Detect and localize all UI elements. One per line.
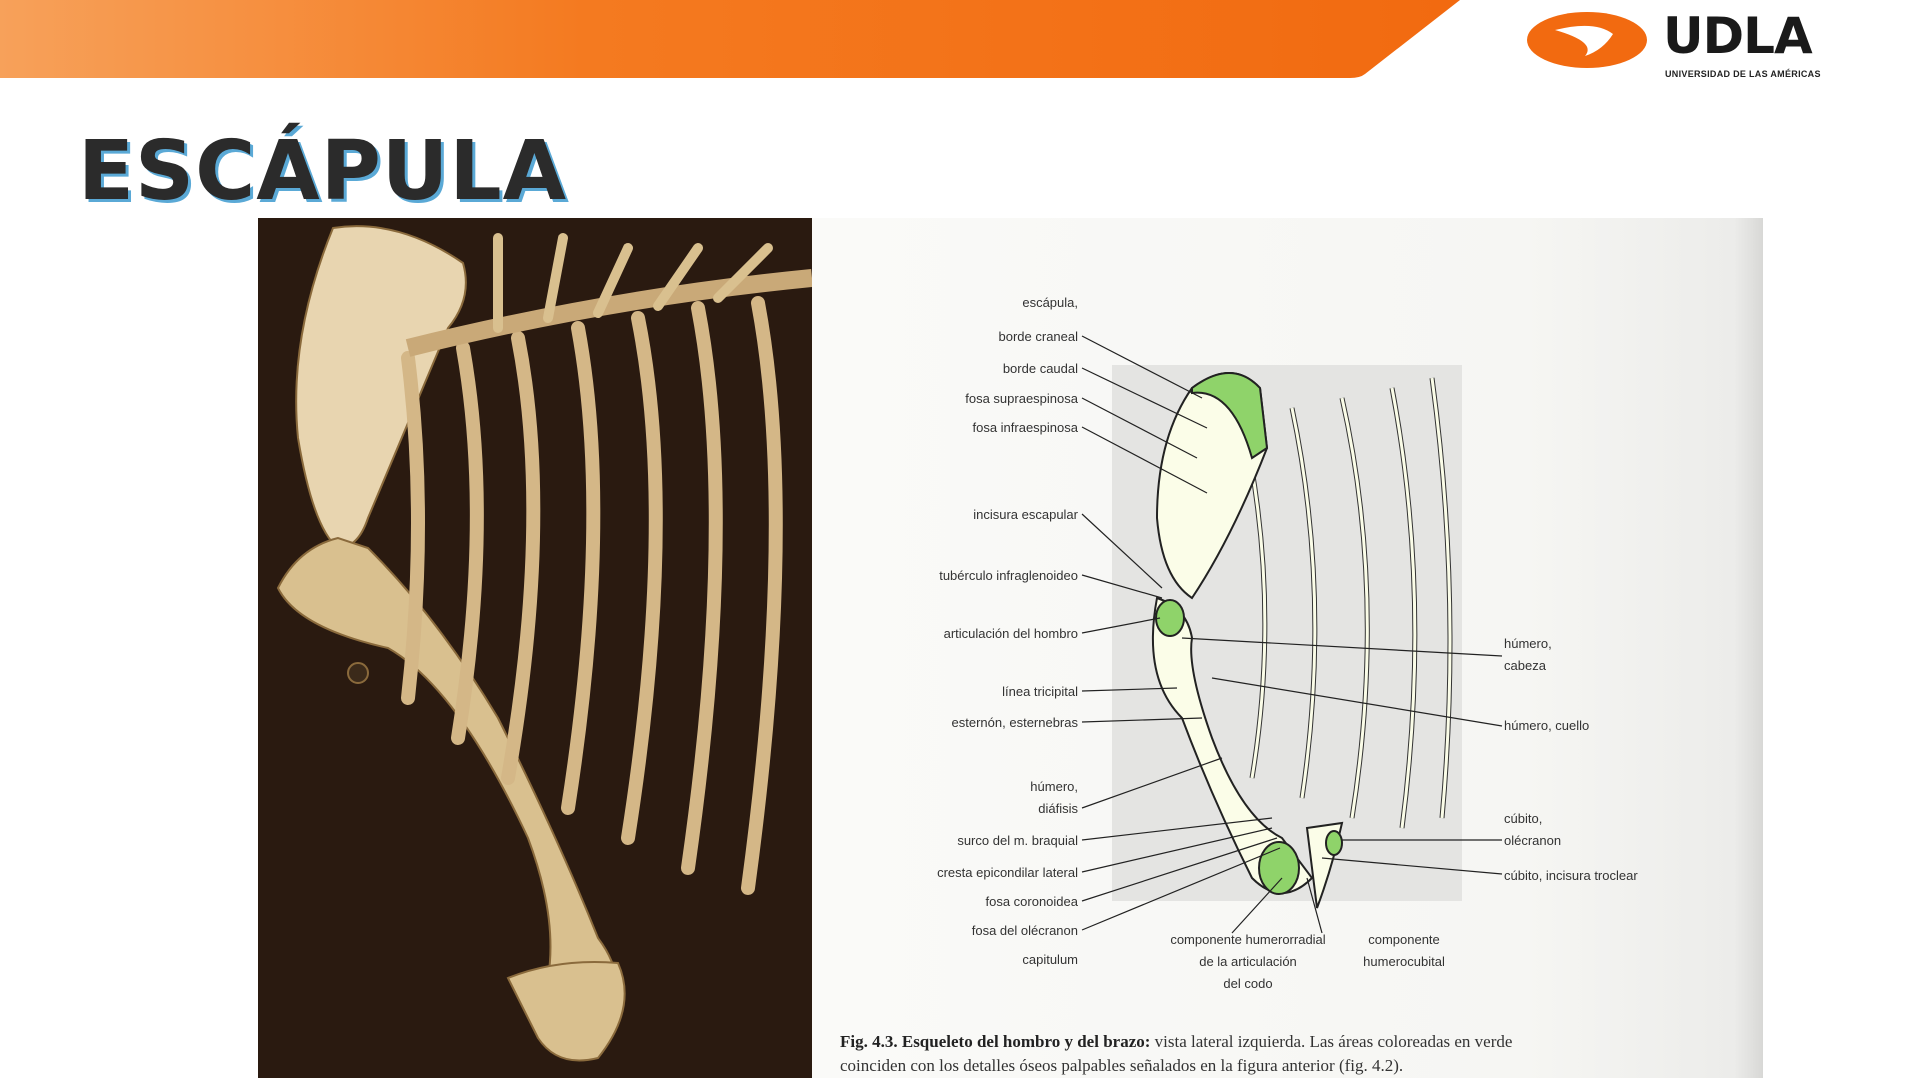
header-banner — [0, 0, 1460, 78]
label-diafisis: diáfisis — [1038, 801, 1078, 816]
label-cubito-olecranon-1: cúbito, — [1504, 811, 1543, 826]
label-borde-caudal: borde caudal — [1002, 361, 1078, 376]
label-borde-craneal: borde craneal — [998, 329, 1079, 344]
label-humero: húmero, — [1030, 779, 1078, 794]
udla-logo: UDLA UNIVERSIDAD DE LAS AMÉRICAS — [1525, 10, 1895, 82]
label-humero-cabeza-2: cabeza — [1504, 658, 1546, 673]
skeleton-photo — [258, 218, 812, 1078]
label-tuberculo-infraglenoideo: tubérculo infraglenoideo — [939, 568, 1078, 583]
label-articulacion-hombro: articulación del hombro — [943, 626, 1078, 641]
label-escapula: escápula, — [1022, 295, 1078, 310]
label-cresta-epicondilar: cresta epicondilar lateral — [937, 865, 1078, 880]
label-humerorradial-1: componente humerorradial — [1170, 932, 1326, 947]
label-humero-cuello: húmero, cuello — [1504, 718, 1590, 733]
label-fosa-olecranon: fosa del olécranon — [971, 923, 1078, 938]
label-humerorradial-2: de la articulación — [1199, 954, 1297, 969]
figure-caption: Fig. 4.3. Esqueleto del hombro y del bra… — [840, 1030, 1512, 1078]
label-humerocubital-2: humerocubital — [1363, 954, 1445, 969]
logo-subtitle: UNIVERSIDAD DE LAS AMÉRICAS — [1665, 69, 1821, 79]
label-incisura-troclear: cúbito, incisura troclear — [1504, 868, 1638, 883]
label-capitulum: capitulum — [1022, 952, 1078, 967]
label-surco-braquial: surco del m. braquial — [957, 833, 1078, 848]
logo-wordmark: UDLA — [1663, 7, 1813, 65]
label-fosa-infraespinosa: fosa infraespinosa — [972, 420, 1078, 435]
label-humerocubital-1: componente — [1368, 932, 1440, 947]
label-linea-tricipital: línea tricipital — [1002, 684, 1078, 699]
caption-line2: coinciden con los detalles óseos palpabl… — [840, 1056, 1404, 1075]
caption-bold: Fig. 4.3. Esqueleto del hombro y del bra… — [840, 1032, 1151, 1051]
label-humero-cabeza-1: húmero, — [1504, 636, 1552, 651]
caption-line1: vista lateral izquierda. Las áreas color… — [1150, 1032, 1513, 1051]
label-humerorradial-3: del codo — [1223, 976, 1273, 991]
label-incisura-escapular: incisura escapular — [973, 507, 1078, 522]
label-cubito-olecranon-2: olécranon — [1504, 833, 1562, 848]
label-esternon: esternón, esternebras — [951, 715, 1078, 730]
label-fosa-coronoidea: fosa coronoidea — [985, 894, 1078, 909]
udla-swoosh-icon — [1527, 12, 1647, 68]
anatomy-figure — [812, 218, 1763, 1078]
label-fosa-supraespinosa: fosa supraespinosa — [965, 391, 1078, 406]
shoulder-arm-diagram — [1081, 335, 1503, 934]
slide-title: ESCÁPULA — [78, 124, 568, 219]
